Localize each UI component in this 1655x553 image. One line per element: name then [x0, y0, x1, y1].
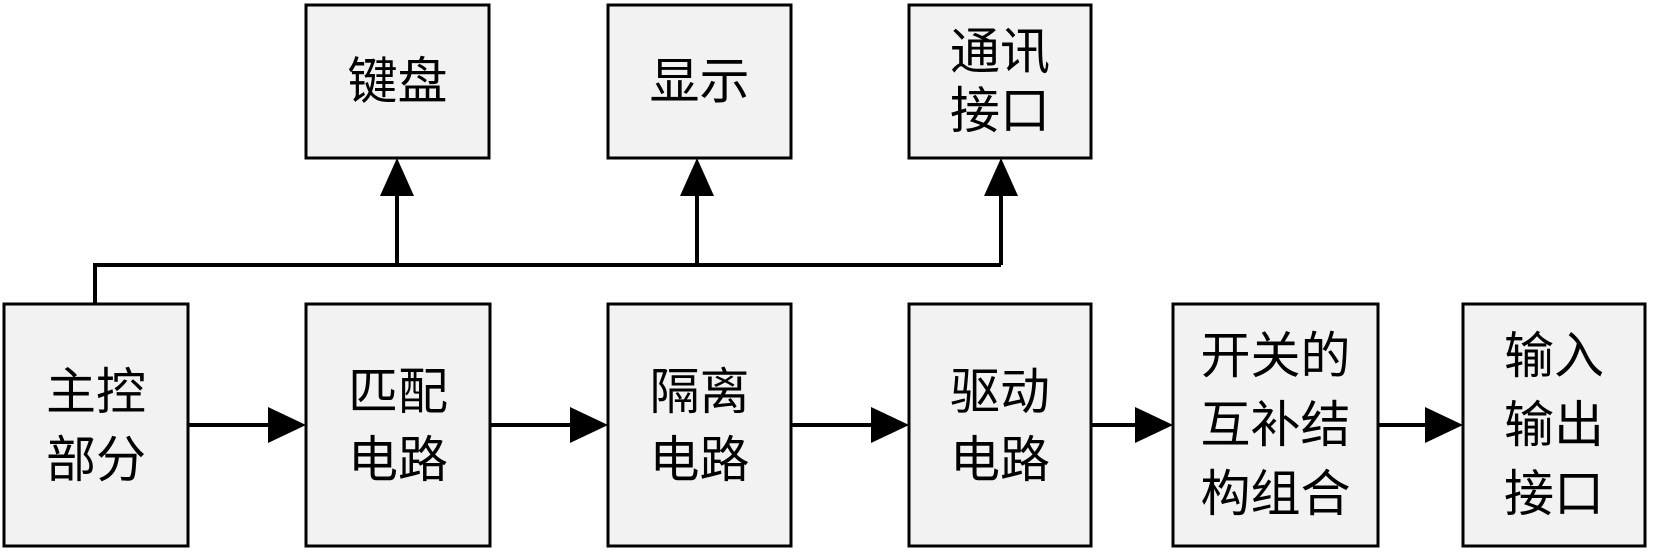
comm-interface-label-line-2: 接口: [950, 82, 1050, 140]
display-block: 显示: [606, 3, 793, 160]
arrowhead-comm-interface: [984, 158, 1018, 196]
isolation-circuit-label-line-1: 隔离: [650, 363, 750, 421]
io-interface-label-line-2: 输出: [1504, 396, 1604, 454]
arrowhead-isolation: [570, 407, 608, 443]
main-control-block: 主控 部分: [2, 302, 190, 548]
io-interface-label-line-3: 接口: [1504, 465, 1604, 523]
io-interface-label-line-1: 输入: [1504, 327, 1604, 385]
keyboard-label: 键盘: [348, 53, 448, 111]
switch-complementary-block: 开关的 互补结 构组合: [1171, 302, 1380, 548]
comm-interface-label-line-1: 通讯: [950, 23, 1050, 81]
arrowhead-matching: [268, 407, 306, 443]
bus-line: [93, 263, 1001, 304]
arrowhead-keyboard: [380, 158, 414, 196]
switch-complementary-label-line-3: 构组合: [1201, 465, 1351, 523]
arrowhead-display: [680, 158, 714, 196]
switch-complementary-label-line-2: 互补结: [1201, 396, 1351, 454]
connectors: [93, 158, 1463, 443]
display-label: 显示: [650, 53, 750, 111]
drive-circuit-block: 驱动 电路: [907, 302, 1093, 548]
comm-interface-block: 通讯 接口: [907, 3, 1093, 160]
drive-circuit-label-line-1: 驱动: [950, 363, 1050, 421]
arrowhead-drive: [871, 407, 909, 443]
switch-complementary-label-line-1: 开关的: [1201, 327, 1351, 385]
drive-circuit-label-line-2: 电路: [950, 431, 1050, 489]
keyboard-block: 键盘: [304, 3, 491, 160]
isolation-circuit-label-line-2: 电路: [650, 431, 750, 489]
matching-circuit-label-line-1: 匹配: [348, 363, 448, 421]
matching-circuit-label-line-2: 电路: [348, 431, 448, 489]
main-control-label-line-1: 主控: [46, 363, 146, 421]
isolation-circuit-block: 隔离 电路: [606, 302, 793, 548]
main-control-label-line-2: 部分: [46, 431, 146, 489]
io-interface-block: 输入 输出 接口: [1461, 302, 1647, 548]
arrowhead-io-interface: [1425, 407, 1463, 443]
arrowhead-switch: [1135, 407, 1173, 443]
matching-circuit-block: 匹配 电路: [304, 302, 492, 548]
